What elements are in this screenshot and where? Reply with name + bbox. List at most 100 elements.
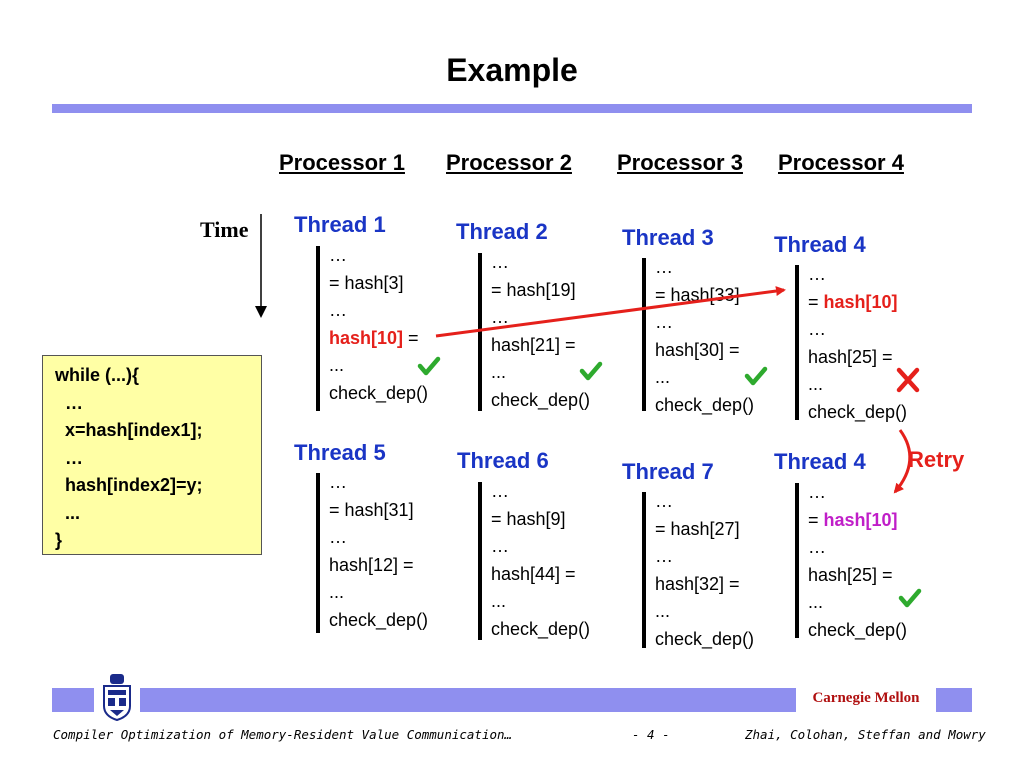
thread-code: … = hash[27] … hash[32] =... check_dep(): [655, 488, 754, 653]
thread-code: … = hash[19] … hash[21] =... check_dep(): [491, 249, 590, 414]
thread-code-line: check_dep(): [808, 619, 908, 640]
code-line: }: [55, 530, 63, 550]
thread-code-line: = hash[9]: [491, 508, 566, 529]
thread-title: Thread 1: [294, 212, 386, 237]
thread-code-line: …: [808, 264, 826, 284]
thread-code-line: …: [655, 546, 673, 566]
thread-code-line: …: [808, 482, 826, 502]
processor-1-header: Processor 1: [279, 150, 405, 175]
code-line: hash[index2]=y;: [55, 475, 203, 495]
time-arrow: [255, 214, 267, 318]
thread-title: Thread 5: [294, 440, 386, 465]
thread-code-line: …: [329, 527, 347, 547]
thread-title: Thread 3: [622, 225, 714, 250]
dependency-arrow: [435, 286, 786, 338]
thread-code-line: check_dep(): [491, 389, 591, 410]
highlighted-hash-access: hash[10]: [823, 509, 898, 530]
thread-code: … = hash[10] … hash[25] =... check_dep(): [808, 479, 907, 644]
thread-title: Thread 2: [456, 219, 548, 244]
code-line: ...: [55, 502, 81, 523]
affiliation-label: Carnegie Mellon: [812, 690, 920, 706]
thread-title: Thread 4: [774, 232, 866, 257]
highlighted-hash-access: hash[10]: [329, 327, 404, 348]
thread-code-line: = hash[10]: [808, 509, 898, 530]
university-crest-icon: [103, 674, 131, 722]
thread-code-line: ...: [808, 374, 824, 394]
thread-code-line: hash[44] =: [491, 563, 576, 584]
thread-title: Thread 6: [457, 448, 549, 473]
thread-code: … = hash[31] … hash[12] =... check_dep(): [329, 469, 428, 634]
footer-bar-left: [52, 688, 94, 712]
thread-code-line: …: [655, 257, 673, 277]
thread-code-line: hash[32] =: [655, 573, 740, 594]
thread-code-line: check_dep(): [329, 382, 429, 403]
thread-code-line: …: [491, 252, 509, 272]
footer-authors: Zhai, Colohan, Steffan and Mowry: [745, 727, 986, 742]
thread-code-line: hash[21] =: [491, 334, 576, 355]
thread-code-line: ...: [655, 601, 671, 621]
thread-code-line: …: [808, 537, 826, 557]
footer-page-number: - 4 -: [632, 727, 670, 742]
thread-code-line: ...: [491, 362, 507, 382]
code-line: …: [55, 392, 84, 413]
thread-code: …= hash[10]…hash[25] =...check_dep(): [808, 261, 907, 426]
thread-code-line: …: [491, 307, 509, 327]
thread-code-line: …: [655, 491, 673, 511]
thread-timeline-bar: [642, 258, 646, 411]
check-icon: [898, 588, 922, 608]
retry-label: Retry: [908, 447, 965, 472]
check-icon: [579, 361, 603, 381]
thread-code-line: = hash[19]: [491, 279, 576, 300]
thread-code-line: …: [808, 319, 826, 339]
check-icon: [744, 366, 768, 386]
thread-code-line: ...: [808, 592, 824, 612]
thread-code-line: hash[10] =: [329, 327, 419, 348]
thread-timeline-bar: [478, 253, 482, 411]
thread-code-line: check_dep(): [329, 609, 429, 630]
code-line: while (...){: [55, 365, 140, 385]
thread-code-line: = hash[31]: [329, 499, 414, 520]
thread-code-line: hash[30] =: [655, 339, 740, 360]
thread-code-line: ...: [329, 355, 345, 375]
thread-code: … = hash[9] … hash[44] =... check_dep(): [491, 478, 590, 643]
thread-title: Thread 7: [622, 459, 714, 484]
thread-code-line: hash[25] =: [808, 346, 893, 367]
thread-timeline-bar: [795, 483, 799, 638]
thread-code-line: …: [491, 536, 509, 556]
thread-code-line: …: [655, 312, 673, 332]
thread-code-line: check_dep(): [491, 618, 591, 639]
loop-code-box: while (...){ … x=hash[index1]; … hash[in…: [42, 355, 262, 555]
thread-code-line: hash[12] =: [329, 554, 414, 575]
code-line: x=hash[index1];: [55, 420, 203, 440]
retry-arrow: [893, 429, 912, 494]
thread-timeline-bar: [795, 265, 799, 420]
footer-bar-middle: [140, 688, 796, 712]
cross-icon: [896, 367, 920, 393]
thread-timeline-bar: [316, 246, 320, 411]
thread-code-line: …: [329, 245, 347, 265]
processor-3-header: Processor 3: [617, 150, 743, 175]
thread-code-line: ...: [491, 591, 507, 611]
thread-code: …= hash[3]…hash[10] =...check_dep(): [329, 242, 428, 407]
thread-code-line: check_dep(): [655, 394, 755, 415]
thread-code-line: = hash[10]: [808, 291, 898, 312]
processor-4-header: Processor 4: [778, 150, 904, 175]
thread-timeline-bar: [642, 492, 646, 648]
title-rule: [52, 104, 972, 113]
thread-code-line: = hash[3]: [329, 272, 404, 293]
slide-title: Example: [446, 52, 578, 88]
thread-code-line: …: [329, 472, 347, 492]
thread-code-line: hash[25] =: [808, 564, 893, 585]
footer-talk-title: Compiler Optimization of Memory-Resident…: [53, 727, 513, 742]
thread-title: Thread 4: [774, 449, 866, 474]
thread-code-line: ...: [329, 582, 345, 602]
footer-bar-right: [936, 688, 972, 712]
thread-code-line: …: [491, 481, 509, 501]
thread-timeline-bar: [316, 473, 320, 633]
thread-code-line: = hash[27]: [655, 518, 740, 539]
highlighted-hash-access: hash[10]: [823, 291, 898, 312]
code-line: …: [55, 447, 84, 468]
processor-2-header: Processor 2: [446, 150, 572, 175]
thread-code-line: check_dep(): [655, 628, 755, 649]
